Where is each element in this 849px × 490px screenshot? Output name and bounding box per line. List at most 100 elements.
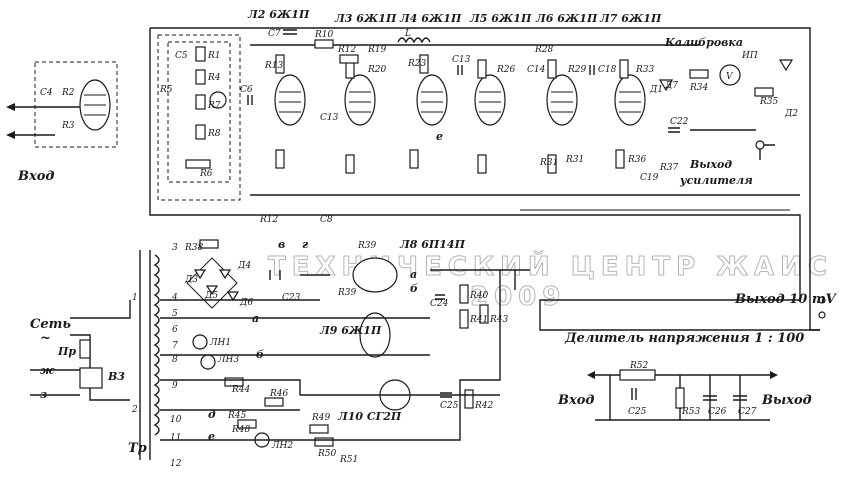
tube-l1-grids	[84, 94, 106, 116]
r38-resistor	[199, 239, 219, 249]
label-r46: R46	[269, 389, 289, 399]
r13-resistor	[275, 54, 285, 74]
label-r29: R29	[567, 65, 587, 75]
d5-diode-icon	[205, 285, 219, 296]
label-c6: C7	[268, 29, 281, 39]
label-r38: R38	[184, 243, 204, 253]
label-r6: R6	[199, 169, 213, 179]
r45-resistor	[237, 419, 257, 429]
meter-label: ИП	[741, 51, 758, 61]
input-ground-arrow-icon	[6, 131, 15, 139]
terminal-v1: в	[278, 238, 285, 251]
label-c25-supply: C25	[440, 401, 459, 411]
label-c5: C6	[240, 85, 253, 95]
label-c4: C5	[175, 51, 188, 61]
tube-l6-icon	[546, 74, 578, 126]
label-r13: R13	[264, 61, 284, 71]
label-c25-divider: C25	[628, 407, 647, 417]
label-c23: C23	[282, 293, 301, 303]
label-r41: R41	[469, 315, 488, 325]
c13-capacitor	[457, 65, 463, 75]
terminal-e2: е	[436, 130, 443, 143]
label-r28: R28	[534, 45, 554, 55]
label-r45: R45	[227, 411, 247, 421]
tube-l7-icon	[614, 74, 646, 126]
label-r26: R26	[496, 65, 516, 75]
r46-resistor	[264, 397, 284, 407]
label-d5: Д5	[204, 291, 218, 301]
transformer-secondary	[153, 254, 160, 436]
c22-capacitor	[668, 127, 680, 133]
r49-resistor	[309, 424, 329, 434]
r52-resistor	[619, 369, 656, 381]
lamp-ln3-icon	[200, 354, 216, 370]
tube-l8-icon	[352, 257, 398, 293]
label-r35: R35	[759, 97, 779, 107]
label-r44: R44	[231, 385, 251, 395]
label-ln2: ЛН2	[271, 441, 293, 451]
mains-ac-glyph: ~	[40, 331, 51, 346]
label-r50: R50	[317, 449, 337, 459]
tube-l3-icon	[344, 74, 376, 126]
label-c26: C26	[708, 407, 727, 417]
pin-labels: 3 4 5 6 7 8 9 10 11 12 2 1	[131, 243, 182, 469]
switch-wires	[30, 369, 80, 396]
terminal-a1: а	[252, 312, 259, 325]
label-r37: R37	[659, 163, 679, 173]
r43-resistor	[479, 304, 489, 324]
label-ln3: ЛН3	[217, 355, 239, 365]
divider-out-label: Выход	[761, 393, 812, 408]
pin-1: 1	[132, 293, 138, 303]
inductor-l	[397, 37, 431, 44]
label-d7: Д7	[664, 81, 678, 91]
c5-capacitor	[247, 95, 253, 105]
label-d3: Д3	[184, 275, 198, 285]
left-rail	[149, 28, 801, 300]
label-r51: R51	[339, 455, 358, 465]
output-10mv-jack-b-icon[interactable]	[818, 311, 826, 319]
label-r7: R7	[207, 101, 221, 111]
label-r19: R19	[367, 45, 387, 55]
label-d4: Д4	[237, 261, 251, 271]
r12-resistor	[339, 54, 359, 64]
tube-l6-label: Л6 6Ж1П	[535, 12, 598, 25]
r36-resistor	[615, 149, 625, 169]
label-c18: C18	[598, 65, 617, 75]
fuse-icon	[79, 339, 91, 359]
terminal-g1: г	[302, 238, 309, 251]
calibration-label: Калибровка	[664, 36, 743, 49]
output-10mv-jack-a-icon[interactable]	[818, 296, 826, 304]
r24-resistor	[477, 154, 487, 174]
r41-resistor	[459, 309, 469, 329]
r35-resistor	[754, 87, 774, 97]
r34-resistor	[689, 69, 709, 79]
label-r12: R12	[337, 45, 357, 55]
output-10mv-label: Выход 10 mV	[734, 292, 838, 307]
r21-resistor	[409, 149, 419, 169]
pin-4: 4	[171, 293, 178, 303]
label-d1: Д1	[649, 85, 663, 95]
pin-10: 10	[170, 415, 182, 425]
label-r39: R39	[357, 241, 377, 251]
amp-output-label-1: Выход	[689, 158, 732, 171]
label-c27: C27	[738, 407, 757, 417]
label-r10: R10	[314, 30, 334, 40]
r6-resistor	[185, 159, 211, 169]
r11-resistor	[275, 149, 285, 169]
r40-resistor	[459, 284, 469, 304]
label-c14: C14	[527, 65, 546, 75]
label-r1: R1	[207, 51, 221, 61]
power-switch-icon[interactable]	[79, 367, 103, 389]
range-switch-icon[interactable]	[209, 91, 227, 109]
amp-output-jack-icon[interactable]	[755, 140, 765, 150]
terminal-a2: а	[410, 268, 417, 281]
r50-resistor	[314, 437, 334, 447]
terminal-z: з	[40, 388, 47, 401]
r7-resistor	[195, 94, 206, 110]
label-r3: R3	[61, 121, 75, 131]
label-r5: R5	[159, 85, 173, 95]
pin-11: 11	[170, 433, 181, 443]
label-r12b: R12	[259, 215, 279, 225]
c25-supply-capacitor	[440, 392, 452, 398]
